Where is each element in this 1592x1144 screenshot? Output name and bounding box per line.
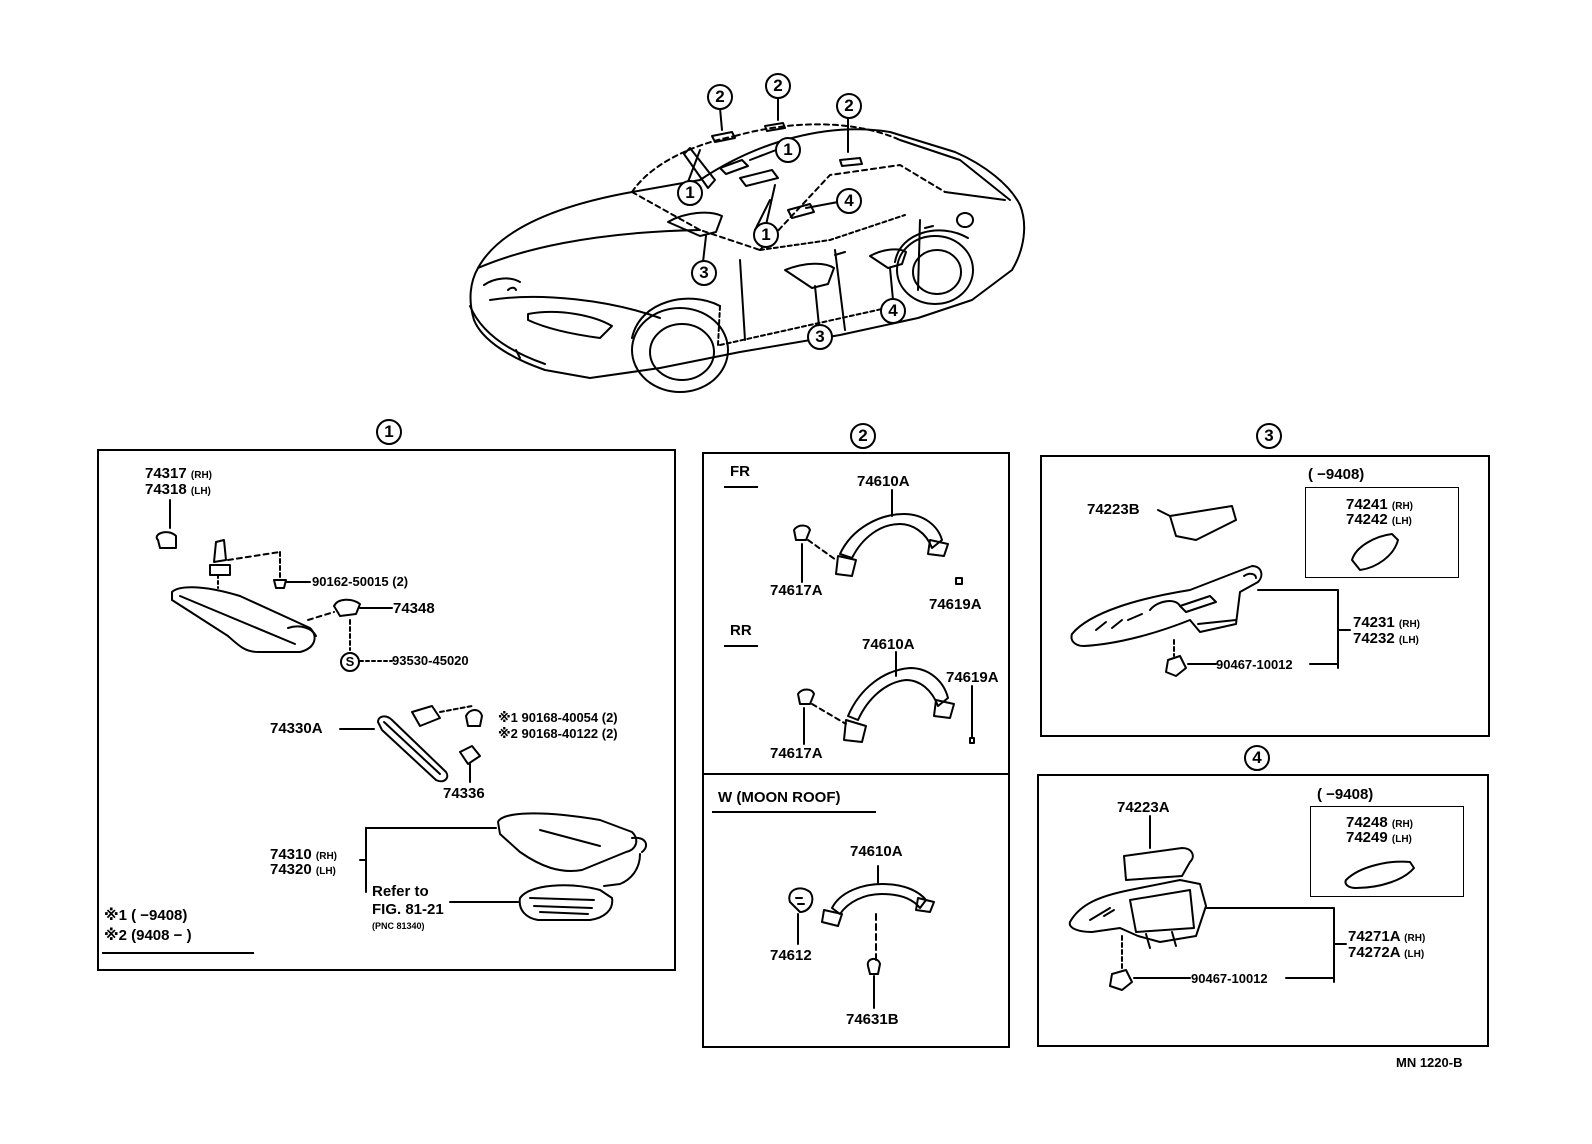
note-underline	[102, 952, 254, 954]
part-90162-50015: 90162-50015 (2)	[312, 574, 409, 589]
car-illustration	[469, 97, 1026, 393]
part-74223a: 74223A	[1117, 799, 1170, 816]
rr-part-74619a: 74619A	[946, 669, 999, 686]
section4-parts	[1068, 815, 1415, 991]
part-74241: 74241 (RH)	[1346, 496, 1413, 513]
rr-part-74610a: 74610A	[862, 636, 915, 653]
section1-box	[97, 449, 676, 971]
part-74317: 74317 (RH)	[145, 465, 212, 482]
part-74272a: 74272A (LH)	[1348, 944, 1425, 961]
section3-part-90467-10012: 90467-10012	[1216, 657, 1293, 672]
moon-roof-underline	[712, 811, 876, 813]
car-callout-4-b: 4	[880, 298, 906, 324]
fr-part-74617a: 74617A	[770, 582, 823, 599]
car-callout-2-a: 2	[707, 84, 733, 110]
part-74248: 74248 (RH)	[1346, 814, 1413, 831]
refer-to-label: Refer to	[372, 883, 429, 900]
car-callout-3-b: 3	[807, 324, 833, 350]
fr-part-74619a: 74619A	[929, 596, 982, 613]
label-moon-roof: W (MOON ROOF)	[718, 789, 841, 806]
section3-box	[1040, 455, 1490, 737]
part-74310: 74310 (RH)	[270, 846, 337, 863]
diagram-code: MN 1220-B	[1396, 1055, 1463, 1070]
part-74232: 74232 (LH)	[1353, 630, 1419, 647]
part-74336: 74336	[443, 785, 485, 802]
note-2: ※2 (9408 − )	[104, 927, 192, 944]
note-1: ※1 ( −9408)	[104, 907, 188, 924]
section2-divider	[702, 773, 1010, 775]
fr-part-74610a: 74610A	[857, 473, 910, 490]
section2-header: 2	[850, 423, 876, 449]
section3-date-range: ( −9408)	[1308, 466, 1365, 483]
rr-underline	[724, 645, 758, 647]
standard-part-mark: S	[340, 652, 360, 672]
section3-inset-box	[1305, 487, 1459, 578]
section3-header: 3	[1256, 423, 1282, 449]
fr-underline	[724, 486, 758, 488]
moon-part-74612: 74612	[770, 947, 812, 964]
car-callout-1-c: 1	[753, 222, 779, 248]
section4-header: 4	[1244, 745, 1270, 771]
part-90168-40054: ※1 90168-40054 (2)	[498, 710, 618, 725]
part-74223b: 74223B	[1087, 501, 1140, 518]
section4-part-90467-10012: 90467-10012	[1191, 971, 1268, 986]
part-93530-45020: 93530-45020	[392, 653, 469, 668]
car-callout-1-b: 1	[677, 180, 703, 206]
label-rr: RR	[730, 622, 752, 639]
part-74320: 74320 (LH)	[270, 861, 336, 878]
moon-part-74610a: 74610A	[850, 843, 903, 860]
part-74330a: 74330A	[270, 720, 323, 737]
part-74271a: 74271A (RH)	[1348, 928, 1426, 945]
section1-parts	[155, 499, 648, 921]
car-callout-3-a: 3	[691, 260, 717, 286]
part-74348: 74348	[393, 600, 435, 617]
car-callout-2-b: 2	[765, 73, 791, 99]
section2-box	[702, 452, 1010, 1048]
section3-parts	[1070, 505, 1399, 677]
section1-header: 1	[376, 419, 402, 445]
section2-parts	[788, 489, 975, 1009]
car-callout-2-c: 2	[836, 93, 862, 119]
rr-part-74617a: 74617A	[770, 745, 823, 762]
moon-part-74631b: 74631B	[846, 1011, 899, 1028]
part-74318: 74318 (LH)	[145, 481, 211, 498]
part-74231: 74231 (RH)	[1353, 614, 1420, 631]
part-74249: 74249 (LH)	[1346, 829, 1412, 846]
section4-box	[1037, 774, 1489, 1047]
car-callout-1-a: 1	[775, 137, 801, 163]
part-74242: 74242 (LH)	[1346, 511, 1412, 528]
label-fr: FR	[730, 463, 750, 480]
section4-inset-box	[1310, 806, 1464, 897]
car-callout-4-a: 4	[836, 188, 862, 214]
refer-figure-label: FIG. 81-21	[372, 901, 444, 918]
refer-pnc-label: (PNC 81340)	[372, 921, 425, 931]
section4-date-range: ( −9408)	[1317, 786, 1374, 803]
part-90168-40122: ※2 90168-40122 (2)	[498, 726, 618, 741]
